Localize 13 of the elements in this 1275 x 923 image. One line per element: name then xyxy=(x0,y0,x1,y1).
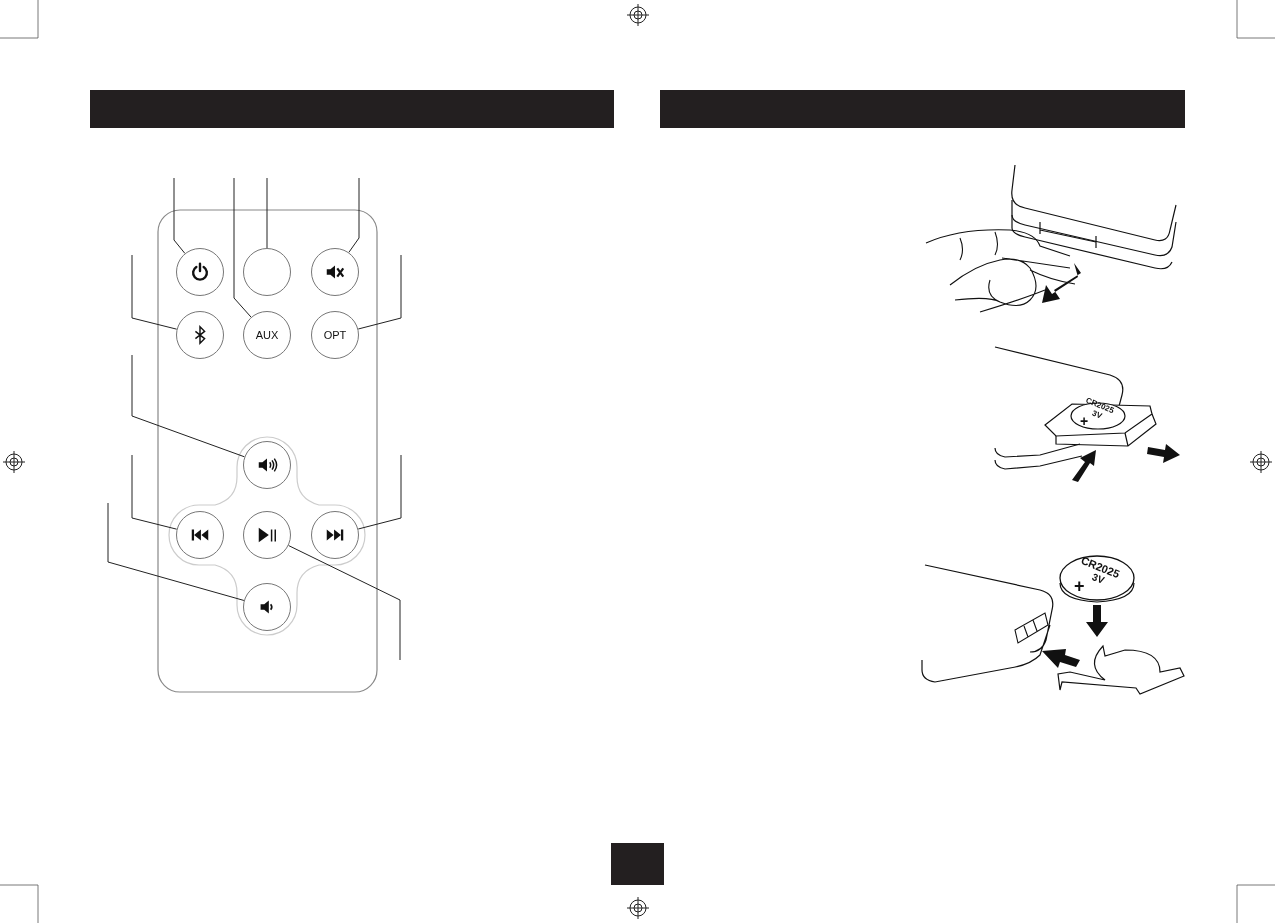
battery-marking: + xyxy=(1074,577,1085,595)
leader-line xyxy=(131,254,178,330)
leader-line xyxy=(131,354,245,458)
leader-line xyxy=(266,177,268,249)
leader-line xyxy=(131,454,178,530)
leader-line xyxy=(233,177,252,318)
battery-marking: + xyxy=(1080,414,1089,428)
leader-line xyxy=(357,254,402,330)
leader-line xyxy=(173,177,186,254)
leader-line xyxy=(348,177,360,253)
leader-line xyxy=(357,454,402,530)
leader-line xyxy=(288,545,401,661)
leader-line xyxy=(107,502,245,601)
